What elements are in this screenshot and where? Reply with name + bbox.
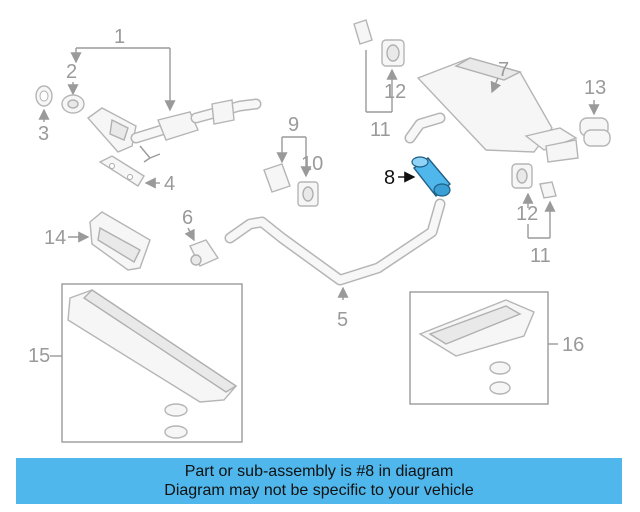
callout-1: 1: [114, 26, 125, 48]
callout-2: 2: [66, 61, 77, 83]
callout-12-top: 12: [384, 81, 406, 103]
part-3-gasket: 3: [35, 85, 53, 145]
callout-16: 16: [562, 334, 584, 356]
info-banner: Part or sub-assembly is #8 in diagram Di…: [16, 458, 622, 504]
callout-11-right: 11: [530, 245, 551, 267]
part-5-intermediate-pipe: 5: [224, 198, 446, 331]
callout-1-bracket: [70, 47, 176, 112]
part-6-clamp: 6: [182, 207, 220, 267]
part-4-bracket: 4: [98, 155, 175, 195]
part-13-tips: 13: [579, 77, 611, 147]
part-16-heat-shield: 16: [409, 291, 584, 405]
banner-line-2: Diagram may not be specific to your vehi…: [164, 482, 474, 499]
part-1-front-pipe: [86, 98, 262, 163]
part-14-heat-shield: 14: [44, 211, 151, 271]
part-9-hanger-group: 9 10: [263, 114, 323, 207]
callout-3: 3: [38, 123, 49, 145]
part-2-clamp: 2: [61, 61, 85, 114]
callout-4: 4: [164, 173, 175, 195]
hanger-group-11-left: 12 11: [353, 19, 406, 141]
callout-8: 8: [384, 167, 395, 189]
callout-14: 14: [44, 227, 66, 249]
part-8-highlighted[interactable]: 8: [384, 156, 451, 198]
part-15-underbody-panel: 15: [28, 283, 243, 443]
part-7-muffler: 7: [404, 57, 579, 163]
callout-11-left: 11: [370, 119, 391, 141]
banner-line-1: Part or sub-assembly is #8 in diagram: [184, 463, 454, 480]
callout-6: 6: [182, 207, 193, 229]
callout-10: 10: [301, 153, 323, 175]
callout-9: 9: [288, 114, 299, 136]
callout-5: 5: [337, 309, 348, 331]
hanger-group-11-right: 12 11: [511, 163, 557, 267]
callout-12-bottom: 12: [516, 203, 538, 225]
callout-13: 13: [584, 77, 606, 99]
callout-7: 7: [498, 59, 509, 81]
callout-15: 15: [28, 345, 50, 367]
